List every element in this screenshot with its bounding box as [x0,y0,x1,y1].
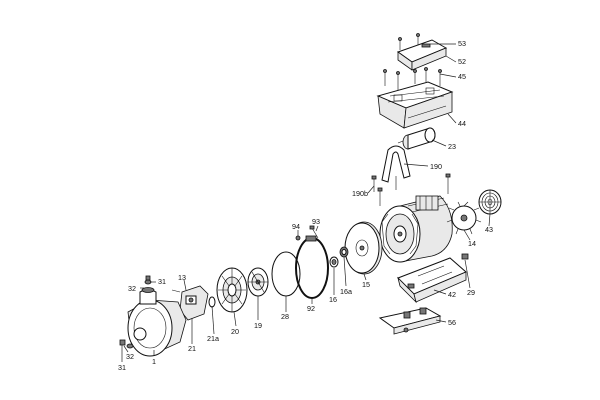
label-190: 190 [430,162,442,171]
label-52: 52 [458,57,466,66]
label-13: 13 [178,273,186,282]
label-44: 44 [458,119,466,128]
seal-plate-part [344,221,383,275]
leader-lines [121,43,491,362]
label-32-top: 32 [128,284,136,293]
label-14: 14 [468,239,476,248]
label-1: 1 [152,357,156,366]
pump-housing-part [127,287,187,357]
terminal-box-part [376,81,454,129]
label-32-bottom: 32 [126,352,134,361]
label-15: 15 [362,280,370,289]
label-16: 16 [329,295,337,304]
handle-part [381,145,411,190]
nut-29-part [461,253,469,260]
label-92: 92 [307,304,315,313]
label-43: 43 [485,225,493,234]
clamp-ring-part [295,235,329,299]
plug-top-part [144,275,152,285]
label-56: 56 [448,318,456,327]
label-20: 20 [231,327,239,336]
base-plate-part [397,257,467,304]
label-21a: 21a [207,334,219,343]
label-19: 19 [254,321,262,330]
label-31-bottom: 31 [118,363,126,372]
ring-21a-part [208,296,216,308]
screw-part [398,33,420,50]
screw-190b-part [371,173,451,206]
label-94: 94 [292,222,300,231]
label-190b: 190b [352,189,368,198]
label-42: 42 [448,290,456,299]
label-21: 21 [188,344,196,353]
cover-top-part [396,39,448,71]
diffuser-part [216,267,248,313]
fan-cover-part [478,189,502,215]
impeller-part [247,267,269,297]
seal-16a-part [339,246,349,258]
bolt-94-part [295,235,301,241]
label-45: 45 [458,72,466,81]
seal-16-part [329,256,339,268]
label-53: 53 [458,39,466,48]
label-28: 28 [281,312,289,321]
capacitor-part [397,127,436,150]
bolt-93-part [309,225,319,239]
label-93: 93 [312,217,320,226]
foot-part [378,307,442,335]
label-16a: 16a [340,287,352,296]
plug-bottom-part [119,339,134,349]
motor-body-part [379,195,453,263]
label-23: 23 [448,142,456,151]
label-31-top: 31 [158,277,166,286]
label-29: 29 [467,288,475,297]
